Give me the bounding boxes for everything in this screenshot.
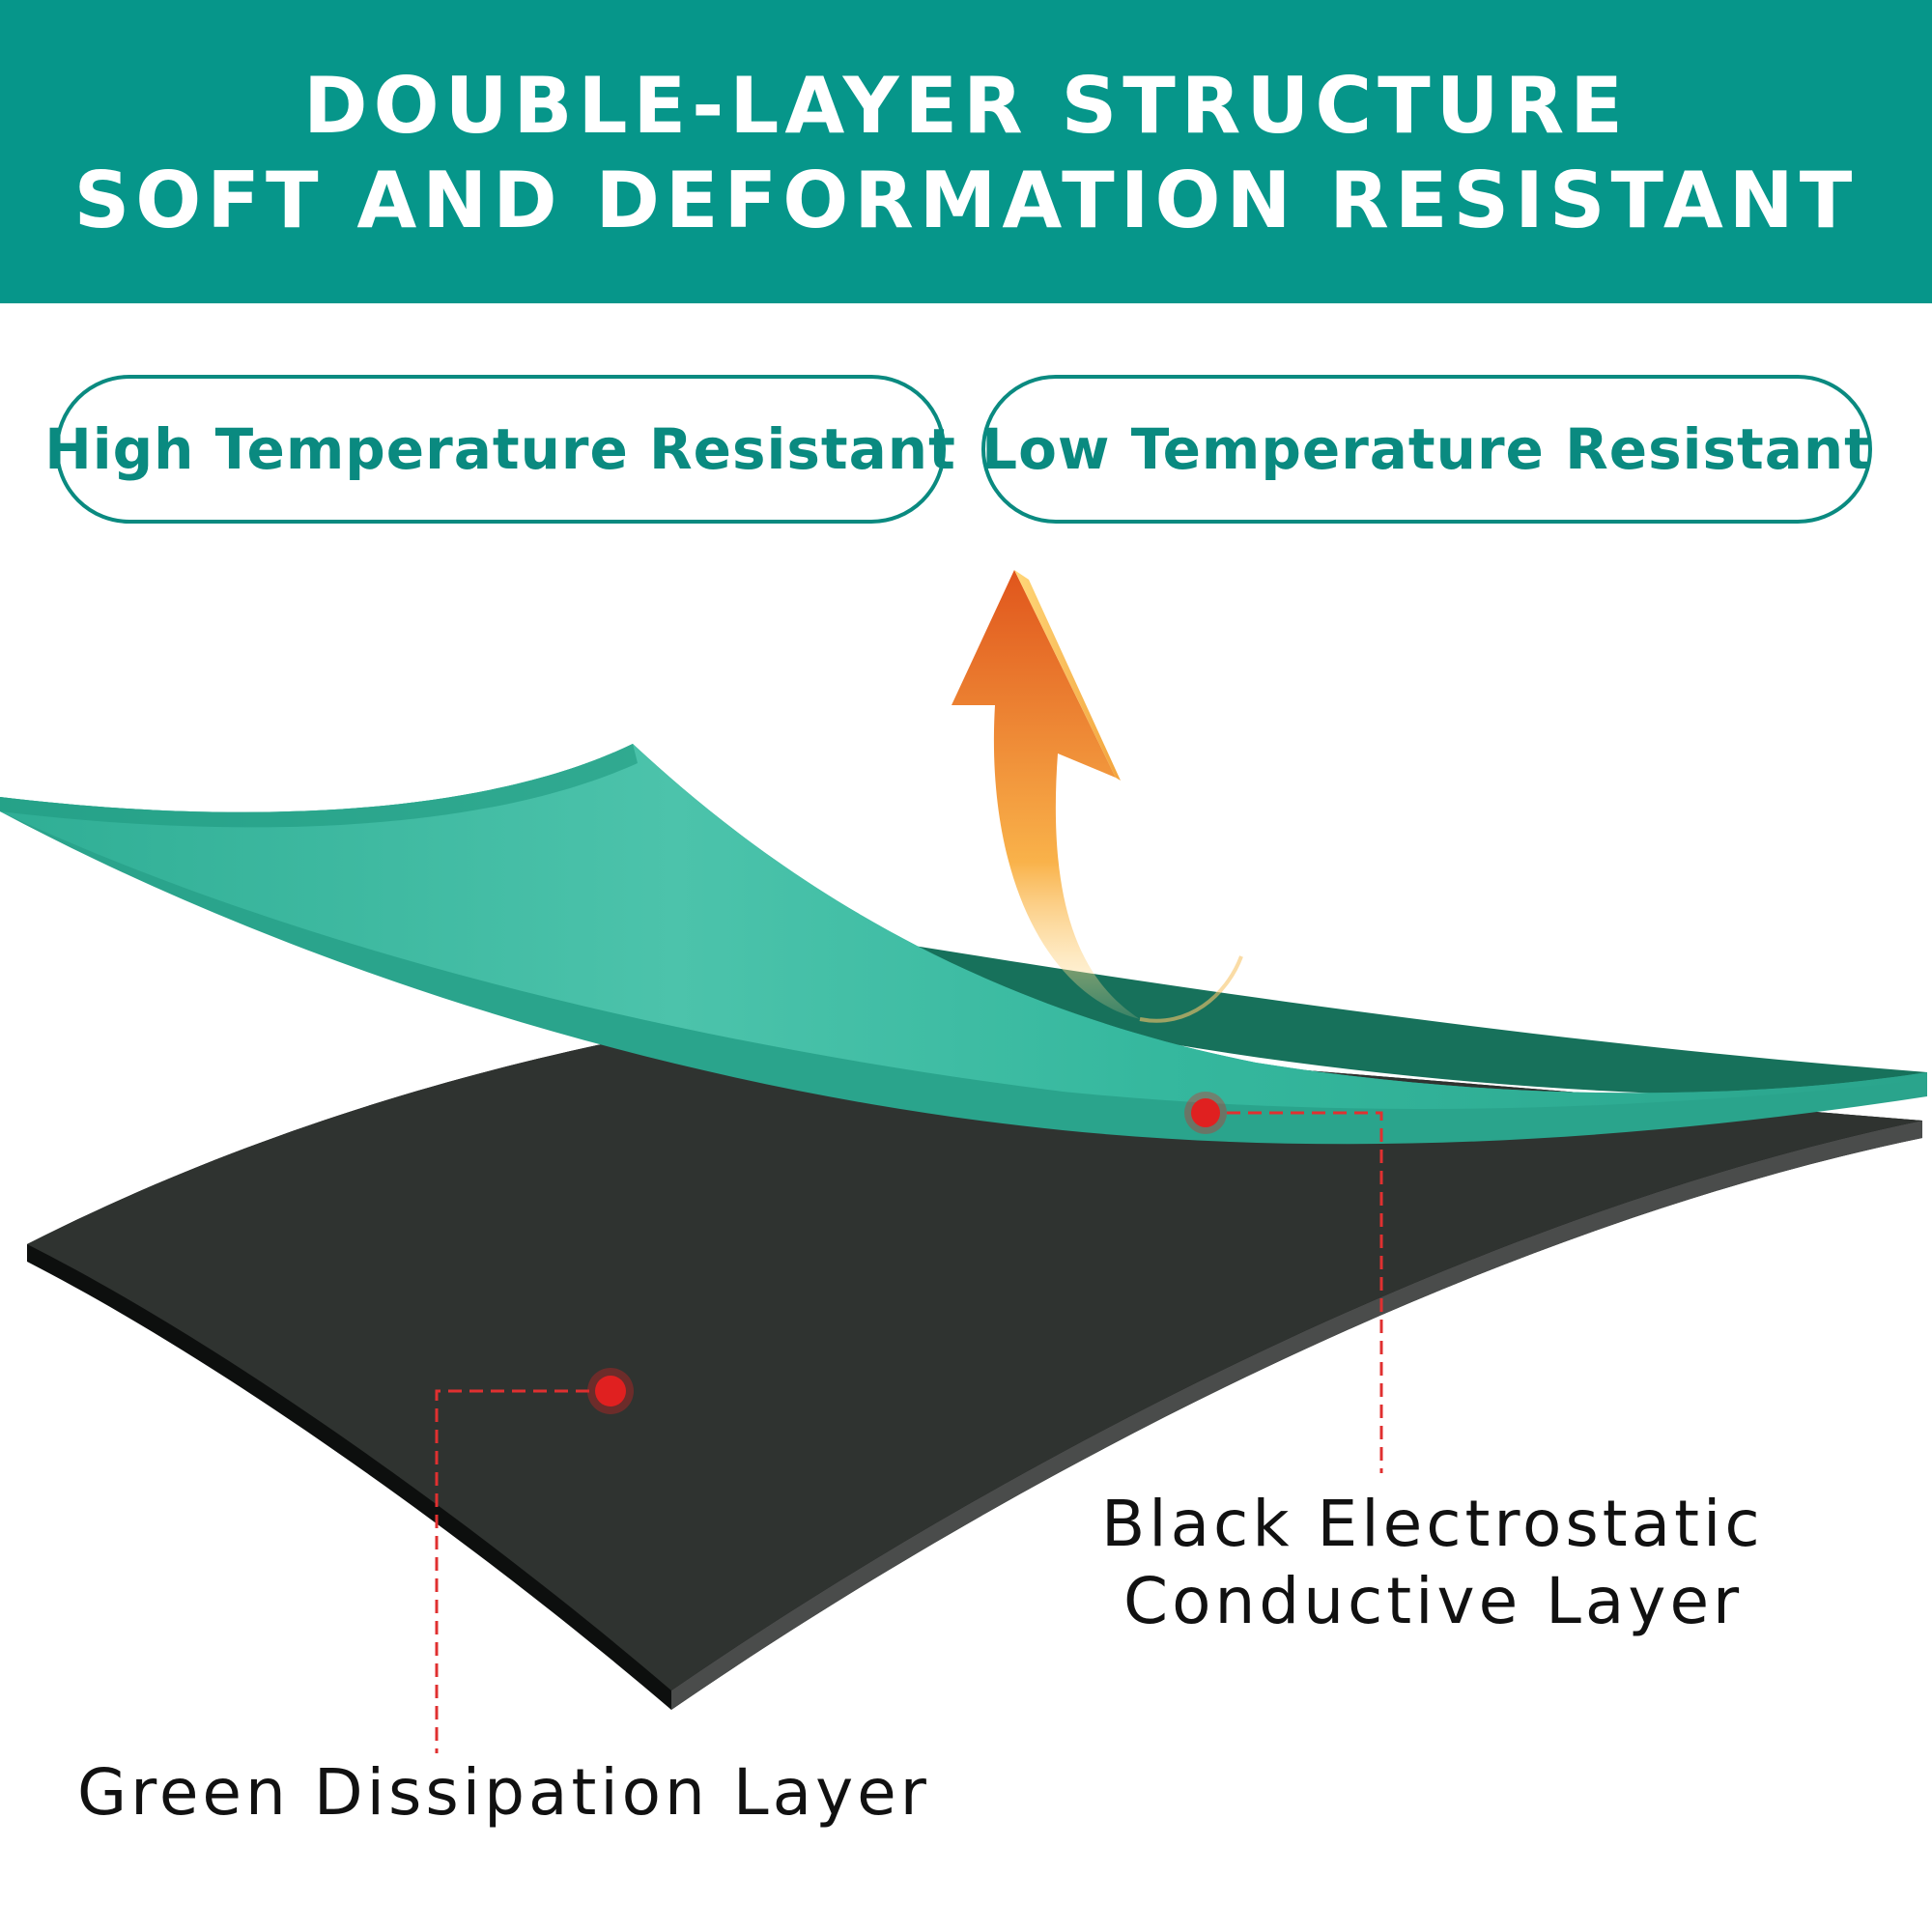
callout-green-label: Green Dissipation Layer	[77, 1755, 930, 1830]
curved-up-arrow-icon	[952, 570, 1243, 1023]
badge-high-temperature-label: High Temperature Resistant	[44, 416, 956, 482]
badge-low-temperature-label: Low Temperature Resistant	[981, 416, 1872, 482]
callout-green-connector	[435, 1368, 634, 1753]
header-banner: DOUBLE-LAYER STRUCTURE SOFT AND DEFORMAT…	[0, 0, 1932, 303]
header-title-line2: SOFT AND DEFORMATION RESISTANT	[73, 156, 1859, 245]
black-conductive-layer	[27, 1022, 1922, 1710]
header-title-line1: DOUBLE-LAYER STRUCTURE	[303, 61, 1629, 151]
badge-low-temperature: Low Temperature Resistant	[981, 375, 1872, 524]
callout-black-connector	[1184, 1092, 1383, 1473]
callout-black-label-line1: Black Electrostatic	[1101, 1487, 1764, 1561]
green-dissipation-layer	[0, 744, 1927, 1145]
badge-high-temperature: High Temperature Resistant	[44, 375, 955, 524]
callout-black-label-line2: Conductive Layer	[1123, 1564, 1744, 1638]
